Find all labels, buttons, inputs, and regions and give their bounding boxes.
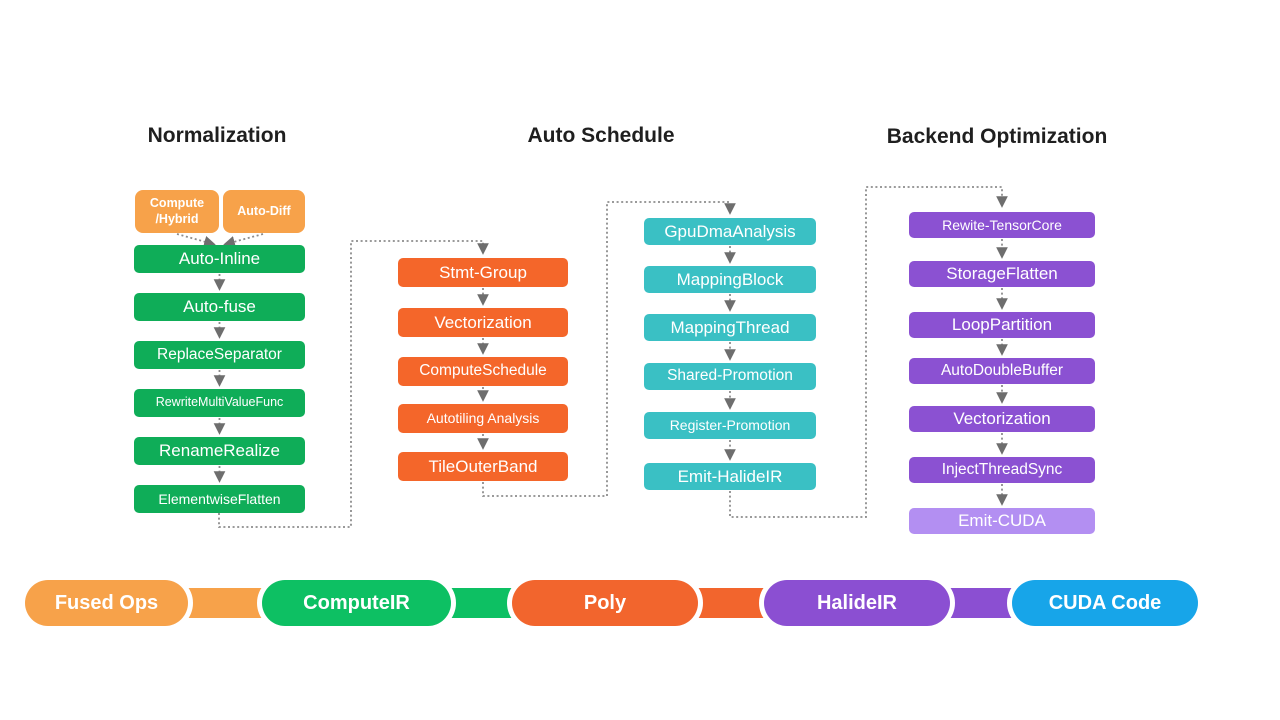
pass-box-tileouterband: TileOuterBand — [398, 452, 568, 481]
pass-box-vectorization: Vectorization — [398, 308, 568, 337]
pass-box-rewritemultivaluefunc: RewriteMultiValueFunc — [134, 389, 305, 417]
pipeline-connector-band-halideir-to-cuda-code — [942, 588, 1020, 618]
pipeline-stage-label: Fused Ops — [54, 591, 159, 614]
pipeline-stage-fused-ops: Fused Ops — [25, 580, 188, 626]
pass-box-mappingblock: MappingBlock — [644, 266, 816, 293]
pipeline-connector-band-computeir-to-poly — [443, 588, 520, 618]
pass-box-emit-cuda: Emit-CUDA — [909, 508, 1095, 534]
pass-box-mappingthread: MappingThread — [644, 314, 816, 341]
pipeline-connector-band-poly-to-halideir — [690, 588, 772, 618]
connector-dotted-arrow — [482, 201, 736, 497]
pass-box-gpudmaanalysis: GpuDmaAnalysis — [644, 218, 816, 245]
pass-box-auto-inline: Auto-Inline — [134, 245, 305, 273]
pass-box-autotiling-analysis: Autotiling Analysis — [398, 404, 568, 433]
source-box-auto-diff: Auto-Diff — [223, 190, 305, 233]
pipeline-stage-cuda-code: CUDA Code — [1012, 580, 1198, 626]
pass-box-rewite-tensorcore: Rewite-TensorCore — [909, 212, 1095, 238]
pass-box-looppartition: LoopPartition — [909, 312, 1095, 338]
pipeline-stage-label: CUDA Code — [1048, 591, 1162, 614]
source-box-compute-hybrid: Compute /Hybrid — [135, 190, 219, 233]
group-title-auto-schedule: Auto Schedule — [527, 124, 675, 147]
pass-box-register-promotion: Register-Promotion — [644, 412, 816, 439]
pass-box-elementwiseflatten: ElementwiseFlatten — [134, 485, 305, 513]
pass-box-injectthreadsync: InjectThreadSync — [909, 457, 1095, 483]
pass-box-emit-halideir: Emit-HalideIR — [644, 463, 816, 490]
pipeline-stage-label: Poly — [583, 591, 627, 614]
pass-box-stmt-group: Stmt-Group — [398, 258, 568, 287]
pipeline-stage-computeir: ComputeIR — [262, 580, 451, 626]
pass-box-renamerealize: RenameRealize — [134, 437, 305, 465]
connector-dotted-arrow — [223, 233, 264, 248]
group-title-normalization: Normalization — [147, 124, 287, 147]
group-title-backend-optimization: Backend Optimization — [886, 125, 1108, 148]
connector-dotted-arrow — [176, 233, 216, 248]
pass-box-vectorization: Vectorization — [909, 406, 1095, 432]
pipeline-stage-label: HalideIR — [816, 591, 898, 614]
pass-box-replaceseparator: ReplaceSeparator — [134, 341, 305, 369]
connector-dotted-arrow — [218, 240, 489, 528]
pipeline-stage-label: ComputeIR — [303, 591, 410, 614]
pipeline-stage-poly: Poly — [512, 580, 698, 626]
pass-box-shared-promotion: Shared-Promotion — [644, 363, 816, 390]
pipeline-stage-halideir: HalideIR — [764, 580, 950, 626]
pass-box-auto-fuse: Auto-fuse — [134, 293, 305, 321]
pipeline-connector-band-fused-ops-to-computeir — [180, 588, 270, 618]
pass-box-computeschedule: ComputeSchedule — [398, 357, 568, 386]
connector-dotted-arrow — [729, 186, 1008, 518]
pass-box-autodoublebuffer: AutoDoubleBuffer — [909, 358, 1095, 384]
pass-box-storageflatten: StorageFlatten — [909, 261, 1095, 287]
